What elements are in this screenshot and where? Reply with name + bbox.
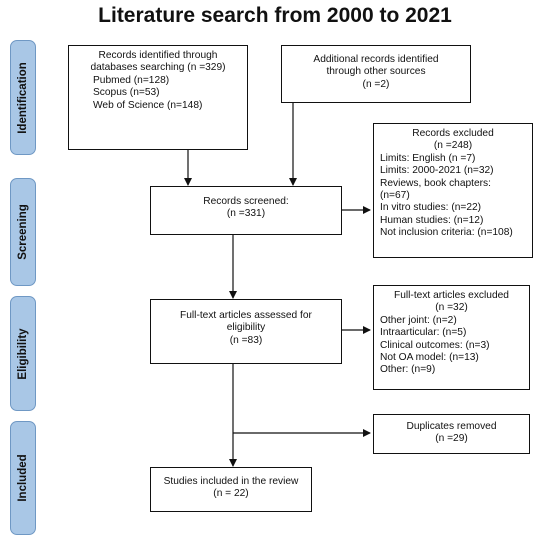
box-line: (n =331) [226, 208, 266, 220]
box-line: Full-text articles excluded [394, 290, 509, 301]
box-line: (n =248) [433, 140, 473, 152]
box-other-sources: Additional records identified through ot… [281, 45, 471, 103]
box-fulltext-excluded: Full-text articles excluded (n =32) Othe… [373, 285, 530, 390]
box-line: Records screened: [203, 196, 289, 207]
box-line: In vitro studies: (n=22) [380, 202, 482, 214]
box-line: Other joint: (n=2) [380, 314, 457, 326]
box-line: Records identified through [98, 50, 218, 61]
box-line: Records excluded [412, 128, 494, 139]
box-fulltext-assessed: Full-text articles assessed for eligibil… [150, 299, 342, 364]
box-line: Duplicates removed [406, 421, 497, 432]
box-line: Human studies: (n=12) [380, 214, 484, 226]
box-line: (n =29) [435, 433, 468, 445]
phase-included: Included [10, 421, 36, 535]
box-line: Not OA model: (n=13) [380, 352, 479, 364]
box-line: Additional records identified [313, 54, 439, 65]
box-duplicates-removed: Duplicates removed (n =29) [373, 414, 530, 454]
box-line: Limits: English (n =7) [380, 152, 476, 164]
phase-eligibility: Eligibility [10, 296, 36, 411]
box-line: Other: (n=9) [380, 364, 436, 376]
box-line: (n =83) [229, 334, 263, 346]
diagram-title: Literature search from 2000 to 2021 [98, 4, 452, 27]
box-line: through other sources [326, 66, 426, 78]
box-line: Studies included in the review [163, 476, 299, 487]
box-line: Clinical outcomes: (n=3) [380, 339, 490, 351]
box-line: Intraarticular: (n=5) [380, 327, 467, 339]
box-line: Web of Science (n=148) [93, 99, 203, 111]
box-line: (n = 22) [213, 488, 249, 500]
box-line: Limits: 2000-2021 (n=32) [380, 165, 494, 177]
box-database-records: Records identified through databases sea… [68, 45, 248, 150]
phase-identification: Identification [10, 40, 36, 155]
box-line: Full-text articles assessed for [180, 310, 312, 321]
box-line: (n =32) [435, 302, 468, 314]
box-line: Not inclusion criteria: (n=108) [380, 227, 513, 239]
box-line: databases searching (n =329) [90, 62, 226, 74]
box-line: Pubmed (n=128) [93, 74, 170, 86]
box-records-screened: Records screened: (n =331) [150, 186, 342, 235]
box-line: eligibility [226, 322, 266, 334]
box-line: (n =2) [362, 78, 390, 90]
box-line: Reviews, book chapters: [380, 177, 491, 189]
box-records-excluded: Records excluded (n =248) Limits: Englis… [373, 123, 533, 258]
phase-screening: Screening [10, 178, 36, 286]
box-line: (n=67) [380, 190, 410, 202]
box-studies-included: Studies included in the review (n = 22) [150, 467, 312, 512]
box-line: Scopus (n=53) [93, 87, 160, 99]
